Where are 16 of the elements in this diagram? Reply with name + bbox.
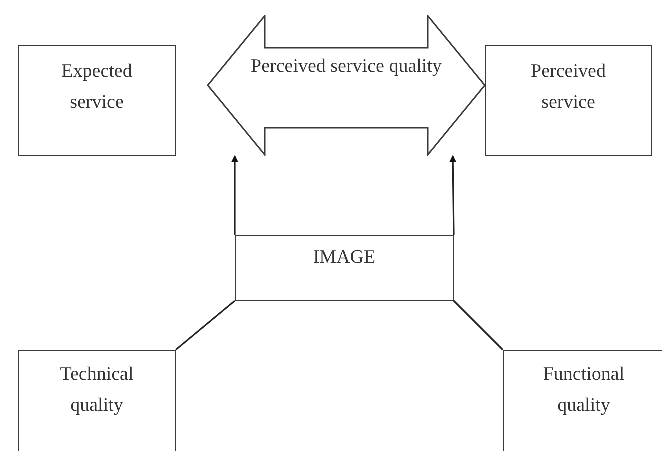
arrow — [232, 155, 238, 235]
process-box — [503, 350, 662, 451]
double-arrow-shape — [207, 15, 486, 156]
process-box — [18, 45, 176, 156]
process-box — [235, 235, 454, 301]
process-box — [18, 350, 176, 451]
node-label: IMAGE — [313, 246, 376, 270]
node-label: Expected service — [60, 60, 134, 115]
connector-line — [453, 300, 504, 351]
arrow — [450, 155, 457, 236]
process-box — [485, 45, 652, 156]
node-label: Perceived service — [530, 60, 607, 115]
node-label: Perceived service quality — [251, 55, 442, 79]
connector-line — [175, 300, 236, 351]
node-label: Functional quality — [542, 363, 626, 418]
node-label: Technical quality — [59, 363, 135, 418]
